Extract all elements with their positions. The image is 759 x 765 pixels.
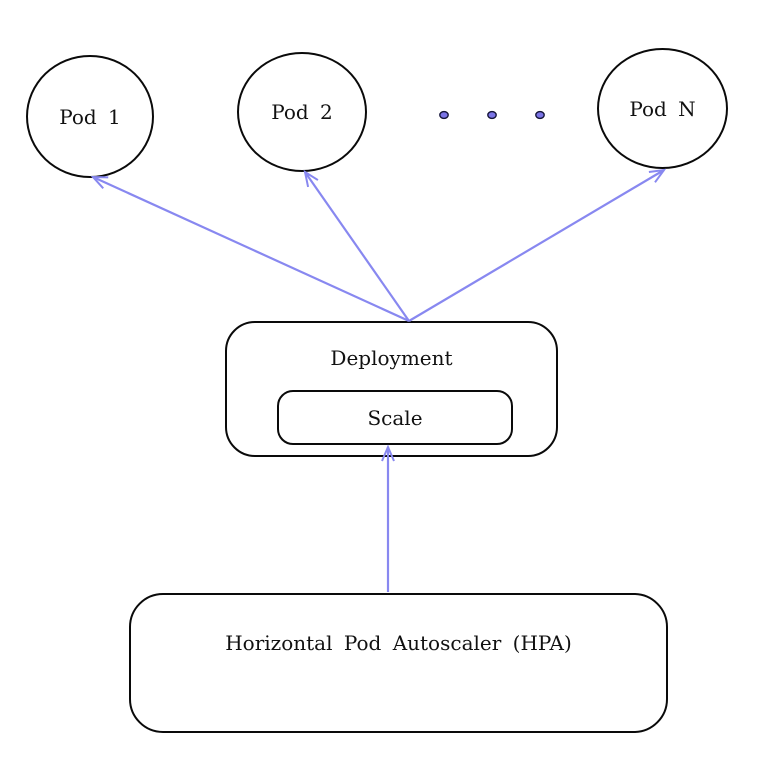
ellipsis-dot: [487, 110, 497, 120]
pod-2-node: Pod 2: [237, 52, 367, 172]
hpa-label: Horizontal Pod Autoscaler (HPA): [225, 631, 572, 655]
pod-2-label: Pod 2: [271, 100, 333, 124]
scale-label: Scale: [367, 405, 423, 430]
pod-n-node: Pod N: [597, 48, 728, 169]
hpa-node: Horizontal Pod Autoscaler (HPA): [129, 593, 668, 733]
arrow-deployment-to-pod-2: [303, 169, 410, 322]
pod-1-node: Pod 1: [26, 55, 154, 178]
scale-node: Scale: [277, 390, 513, 445]
pod-n-label: Pod N: [629, 96, 696, 121]
deployment-label: Deployment: [330, 346, 453, 370]
arrow-deployment-to-pod-1: [90, 175, 410, 323]
deployment-node: Deployment Scale: [225, 321, 558, 457]
ellipsis-dot: [535, 110, 545, 120]
arrow-deployment-to-pod-n: [408, 168, 667, 322]
pod-1-label: Pod 1: [59, 104, 121, 129]
ellipsis-dot: [439, 110, 449, 120]
